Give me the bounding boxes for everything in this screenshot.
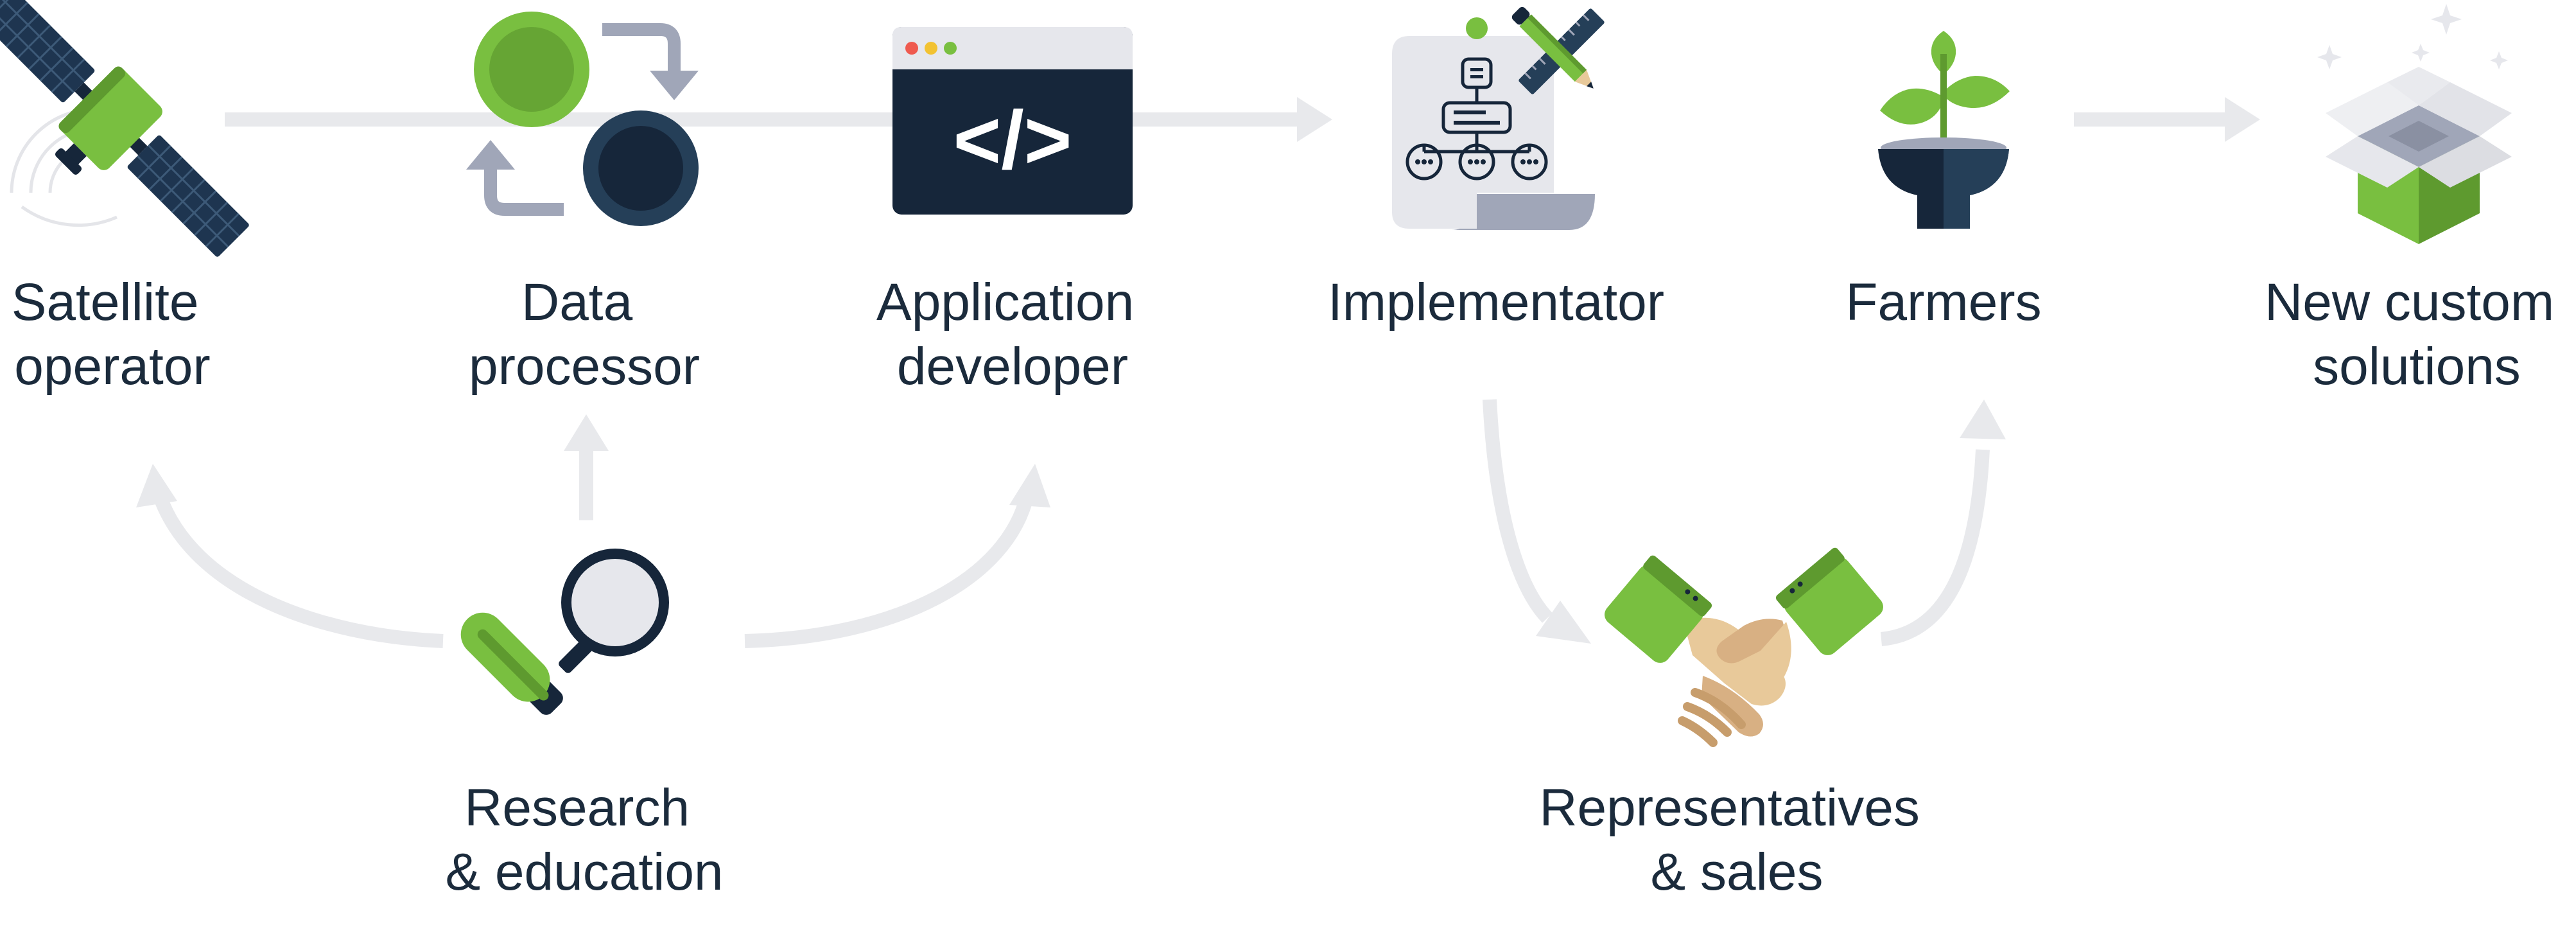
label-farmers-line-1: Farmers	[1845, 273, 2041, 331]
label-representatives-sales-line-2: & sales	[1651, 843, 1823, 901]
main-flow-arrowhead	[1297, 97, 1332, 142]
sales-to-farmers-curve	[1880, 449, 1990, 646]
magnifier-icon	[460, 549, 669, 715]
label-farmers: Farmers	[1845, 273, 2041, 331]
code-window-icon: </>	[892, 27, 1133, 215]
code-glyph: </>	[953, 94, 1072, 186]
label-research-education-line-1: Research	[464, 779, 690, 837]
label-satellite-operator: Satellite operator	[12, 273, 214, 396]
open-box-icon	[2317, 4, 2512, 244]
label-representatives-sales-line-1: Representatives	[1539, 779, 1920, 837]
label-satellite-operator-line-2: operator	[14, 337, 210, 396]
research-to-processor-arrowhead	[564, 414, 609, 451]
implementator-to-sales-arrowhead	[1536, 601, 1591, 644]
sales-to-farmers-arrowhead	[1960, 400, 2006, 439]
farmers-to-solutions-arrowhead	[2225, 97, 2260, 142]
implementator-to-sales-curve	[1483, 399, 1553, 623]
data-processing-icon	[466, 12, 699, 226]
satellite-icon	[0, 0, 249, 257]
label-satellite-operator-line-1: Satellite	[12, 273, 199, 331]
label-research-education: Research & education	[445, 779, 723, 901]
label-new-custom-solutions: New custom solutions	[2265, 273, 2569, 396]
label-representatives-sales: Representatives & sales	[1539, 779, 1934, 901]
label-data-processor-line-2: processor	[469, 337, 700, 396]
label-data-processor-line-1: Data	[521, 273, 633, 331]
label-new-custom-solutions-line-1: New custom	[2265, 273, 2554, 331]
label-research-education-line-2: & education	[445, 843, 723, 901]
blueprint-icon	[1392, 6, 1605, 230]
label-application-developer: Application developer	[876, 273, 1149, 396]
research-to-developer-arrowhead	[1009, 464, 1050, 507]
research-to-satellite-arrowhead	[136, 464, 177, 507]
handshake-icon	[1605, 547, 1883, 747]
research-to-satellite-curve	[152, 492, 444, 648]
label-application-developer-line-1: Application	[876, 273, 1134, 331]
label-implementator-line-1: Implementator	[1328, 273, 1664, 331]
research-to-developer-curve	[744, 493, 1034, 648]
label-implementator: Implementator	[1328, 273, 1664, 331]
label-application-developer-line-2: developer	[897, 337, 1128, 396]
node-labels: Satellite operator Data processor Applic…	[12, 273, 2569, 901]
plant-icon	[1878, 31, 2010, 229]
label-new-custom-solutions-line-2: solutions	[2313, 337, 2521, 396]
label-data-processor: Data processor	[469, 273, 700, 396]
